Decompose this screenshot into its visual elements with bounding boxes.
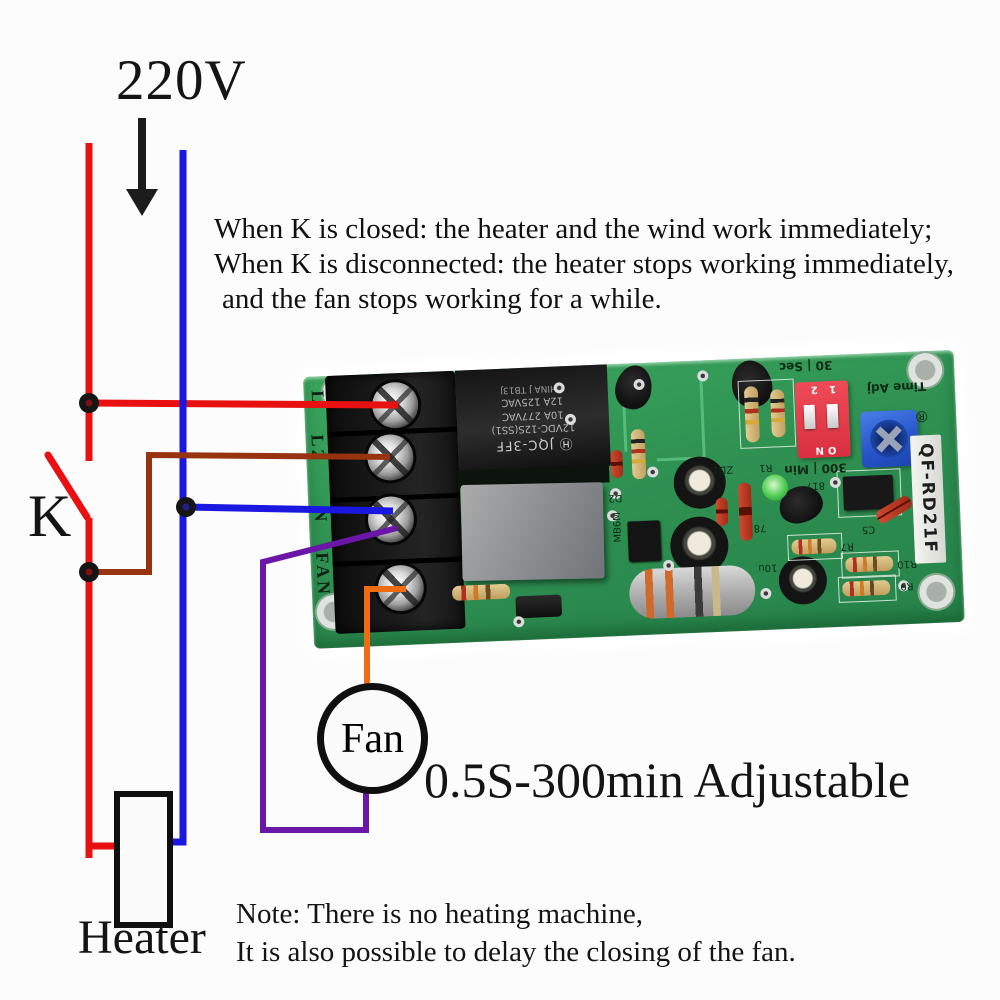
solder-pad — [513, 616, 525, 628]
silkscreen-d2: D2 — [608, 491, 623, 504]
fan-symbol: Fan — [317, 683, 428, 794]
description-line-1: When K is closed: the heater and the win… — [214, 213, 933, 245]
terminal-label-L2: L2 — [307, 434, 329, 462]
terminal-label-FAN: FAN — [312, 551, 335, 598]
terminal-label-N: N — [310, 507, 332, 525]
electrolytic-capacitor-10u — [777, 555, 828, 606]
resistor-r10 — [844, 555, 894, 573]
time-range-dip-switch: 1 2 ON — [794, 380, 851, 459]
description-line-3: and the fan stops working for a while. — [222, 283, 662, 315]
silkscreen-sec-scale: 30 | Sec — [778, 358, 833, 375]
diode-red — [737, 482, 754, 541]
dip-switch-numbers: 1 2 — [806, 382, 837, 396]
supply-arrow-head — [126, 189, 158, 216]
silkscreen-time-adj: Time Adj — [866, 379, 927, 396]
resistor — [451, 583, 511, 601]
relay-module-pcb: L L2 N FAN Ⓗ JQC-3FF 12VDC-12S(SS1) 10A … — [303, 349, 965, 649]
note-line-2: It is also possible to delay the closing… — [236, 936, 796, 968]
resistor-r9 — [841, 579, 891, 597]
heater-symbol — [114, 791, 173, 928]
silkscreen-817: 817 — [805, 479, 826, 492]
silkscreen-c5: C5 — [861, 523, 876, 535]
mounting-hole — [918, 574, 955, 610]
switch-k-label: K — [28, 483, 72, 549]
fan-label: Fan — [341, 715, 404, 762]
dip-switch-on-label: ON — [811, 443, 837, 456]
behavior-description: When K is closed: the heater and the win… — [214, 212, 954, 317]
diode — [515, 594, 563, 619]
silkscreen-78: 78 — [753, 521, 767, 534]
resistor-r7 — [791, 537, 837, 555]
terminal-label-L: L — [307, 389, 329, 406]
note-line-1: Note: There is no heating machine, — [236, 898, 643, 930]
silkscreen-10u: 10u — [758, 561, 778, 574]
dip-lever-1 — [803, 404, 816, 430]
power-relay: Ⓗ JQC-3FF 12VDC-12S(SS1) 10A 277VAC 12A … — [454, 362, 611, 473]
silkscreen-min-scale: 300 | Min — [783, 460, 847, 478]
relay-markings: Ⓗ JQC-3FF 12VDC-12S(SS1) 10A 277VAC 12A … — [455, 379, 610, 455]
grey-relay — [460, 482, 605, 582]
resistor — [630, 428, 647, 480]
bridge-rectifier-mb6m — [627, 520, 661, 562]
voltage-label: 220V — [116, 49, 247, 112]
silkscreen-r1: R1 — [758, 461, 773, 474]
pcb-trace — [699, 376, 706, 459]
model-label-strip: QF-RD21F — [909, 434, 947, 564]
silkscreen-r9: R9 — [899, 579, 914, 592]
solder-pad — [697, 370, 709, 382]
solder-pad — [647, 466, 659, 478]
silkscreen-r7: R7 — [840, 540, 855, 552]
model-number: QF-RD21F — [915, 443, 941, 556]
resistor — [743, 386, 761, 443]
trimmer-dial — [869, 418, 909, 459]
resistor — [769, 389, 786, 438]
registered-trademark-mark: ® — [913, 407, 930, 426]
solder-pad — [760, 587, 772, 600]
description-line-2: When K is disconnected: the heater stops… — [214, 248, 954, 280]
silkscreen-mb6m: MB6M — [611, 511, 625, 543]
diode-red — [715, 497, 729, 526]
dip-lever-2 — [826, 403, 839, 429]
silkscreen-zd1: ZD1 — [711, 463, 734, 476]
diode-red — [610, 449, 624, 479]
cement-resistor — [628, 564, 757, 620]
note-text: Note: There is no heating machine, It is… — [236, 895, 796, 971]
adjustable-range-label: 0.5S-300min Adjustable — [424, 752, 911, 808]
junction-dots — [79, 393, 196, 582]
